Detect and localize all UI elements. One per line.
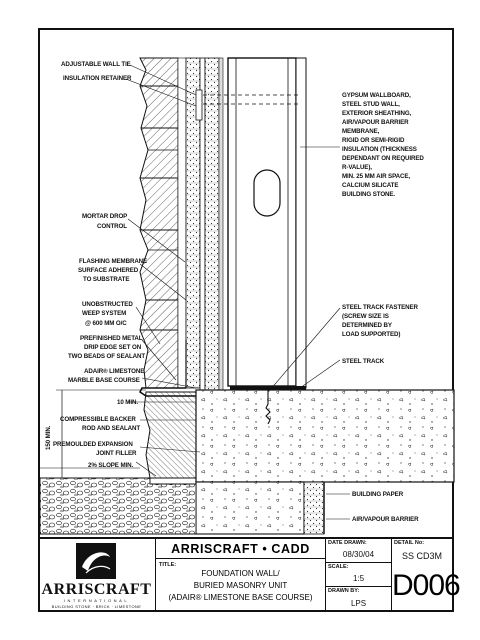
label-dependant: DEPENDANT ON REQUIRED <box>342 155 424 162</box>
wall-tie <box>195 89 300 121</box>
label-steel-track: STEEL TRACK <box>342 358 385 365</box>
foundation-wall <box>195 481 325 535</box>
label-drip-edge: DRIP EDGE SET ON <box>84 344 142 351</box>
brand-tag: BUILDING STONE · BRICK · LIMESTONE <box>51 604 142 609</box>
wall-layers <box>177 57 224 399</box>
arriscraft-logo-icon <box>76 543 116 579</box>
title-caption: TITLE: <box>159 562 177 568</box>
label-insulation-retainer: INSULATION RETAINER <box>63 75 132 82</box>
label-building-paper: BUILDING PAPER <box>352 491 404 498</box>
drawn-value: LPS <box>350 599 367 608</box>
label-adair-limestone: ADAIR® LIMESTONE <box>84 368 144 375</box>
label-air-space: MIN. 25 MM AIR SPACE, <box>342 173 410 180</box>
meta-cell: DATE DRAWN: 08/30/04 SCALE: 1:5 DRAWN BY… <box>326 539 392 612</box>
leaders-right <box>269 146 350 520</box>
label-flashing-membrane: FLASHING MEMBRANE <box>79 258 147 265</box>
label-gypsum: GYPSUM WALLBOARD, <box>342 92 411 99</box>
label-prefinished-metal: PREFINISHED METAL <box>80 335 143 342</box>
detail-caption: DETAIL No: <box>394 540 425 546</box>
detail-code: SS CD3M <box>401 551 442 561</box>
label-av-barrier-bottom: AIR/VAPOUR BARRIER <box>352 516 419 523</box>
title-line-1: FOUNDATION WALL/ <box>201 569 280 578</box>
date-value: 08/30/04 <box>342 550 375 559</box>
scale-value: 1:5 <box>352 574 365 583</box>
label-control: CONTROL <box>97 223 127 230</box>
detail-cell: DETAIL No: SS CD3M D006 <box>392 539 461 612</box>
label-calcium-silicate: CALCIUM SILICATE <box>342 182 398 189</box>
gravel-fill <box>39 467 197 535</box>
stone-veneer <box>139 57 179 389</box>
label-adjustable-wall-tie: ADJUSTABLE WALL TIE <box>61 61 131 68</box>
label-steel-stud: STEEL STUD WALL, <box>342 101 400 108</box>
dimension-150: 150 MIN. <box>45 389 146 479</box>
label-slope: 2% SLOPE MIN. <box>88 462 133 469</box>
label-building-stone: BUILDING STONE. <box>342 191 395 198</box>
label-joint-filler: JOINT FILLER <box>96 450 137 457</box>
detail-number: D006 <box>392 569 461 602</box>
cadd-headline: ARRISCRAFT • CADD <box>171 542 310 556</box>
label-track-fastener: STEEL TRACK FASTENER <box>342 304 419 311</box>
foundation-slab <box>195 386 455 483</box>
label-mortar-drop: MORTAR DROP <box>82 213 127 220</box>
label-screw-size: (SCREW SIZE IS <box>342 313 389 320</box>
labels-right-top: GYPSUM WALLBOARD, STEEL STUD WALL, EXTER… <box>342 92 425 198</box>
label-compressible-backer: COMPRESSIBLE BACKER <box>60 416 136 423</box>
dim-150-label: 150 MIN. <box>45 425 52 450</box>
title-block: ARRISCRAFT INTERNATIONAL BUILDING STONE … <box>38 537 461 612</box>
label-surface-adhered: SURFACE ADHERED <box>78 267 139 274</box>
scale-caption: SCALE: <box>328 564 349 570</box>
label-premoulded-expansion: PREMOULDED EXPANSION <box>53 441 133 448</box>
labels-right-mid: STEEL TRACK FASTENER (SCREW SIZE IS DETE… <box>342 304 419 365</box>
steel-stud <box>227 57 307 389</box>
title-cell: ARRISCRAFT • CADD TITLE: FOUNDATION WALL… <box>156 539 326 612</box>
label-load-supported: LOAD SUPPORTED) <box>342 331 400 338</box>
label-marble-base-course: MARBLE BASE COURSE <box>68 377 140 384</box>
brand-name: ARRISCRAFT <box>41 581 152 598</box>
title-line-2: BURIED MASONRY UNIT <box>193 581 288 590</box>
label-weep-system: WEEP SYSTEM <box>82 310 126 317</box>
limestone-base-course <box>143 391 197 479</box>
labels-right-bottom: BUILDING PAPER AIR/VAPOUR BARRIER <box>352 491 419 523</box>
logo-cell: ARRISCRAFT INTERNATIONAL BUILDING STONE … <box>38 539 156 612</box>
label-unobstructed: UNOBSTRUCTED <box>82 301 133 308</box>
label-av-barrier: AIR/VAPOUR BARRIER <box>342 119 409 126</box>
label-determined-by: DETERMINED BY <box>342 322 393 329</box>
drawn-caption: DRAWN BY: <box>328 588 360 594</box>
label-10-min: 10 MIN. <box>117 399 138 406</box>
label-ext-sheathing: EXTERIOR SHEATHING, <box>342 110 412 117</box>
brand-sub: INTERNATIONAL <box>63 598 130 603</box>
label-two-beads: TWO BEADS OF SEALANT <box>68 353 145 360</box>
date-caption: DATE DRAWN: <box>328 540 367 546</box>
label-rod-and-sealant: ROD AND SEALANT <box>82 425 140 432</box>
label-rigid: RIGID OR SEMI-RIGID <box>342 137 405 144</box>
label-insulation: INSULATION (THICKNESS <box>342 146 417 153</box>
label-membrane: MEMBRANE, <box>342 128 380 135</box>
leaders-left <box>125 64 201 477</box>
label-rvalue: R-VALUE), <box>342 164 372 171</box>
labels-left: ADJUSTABLE WALL TIE INSULATION RETAINER … <box>53 61 147 469</box>
label-to-substrate: TO SUBSTRATE <box>83 276 129 283</box>
label-weep-spacing: @ 600 MM O/C <box>85 320 127 327</box>
title-line-3: (ADAIR® LIMESTONE BASE COURSE) <box>168 593 313 602</box>
